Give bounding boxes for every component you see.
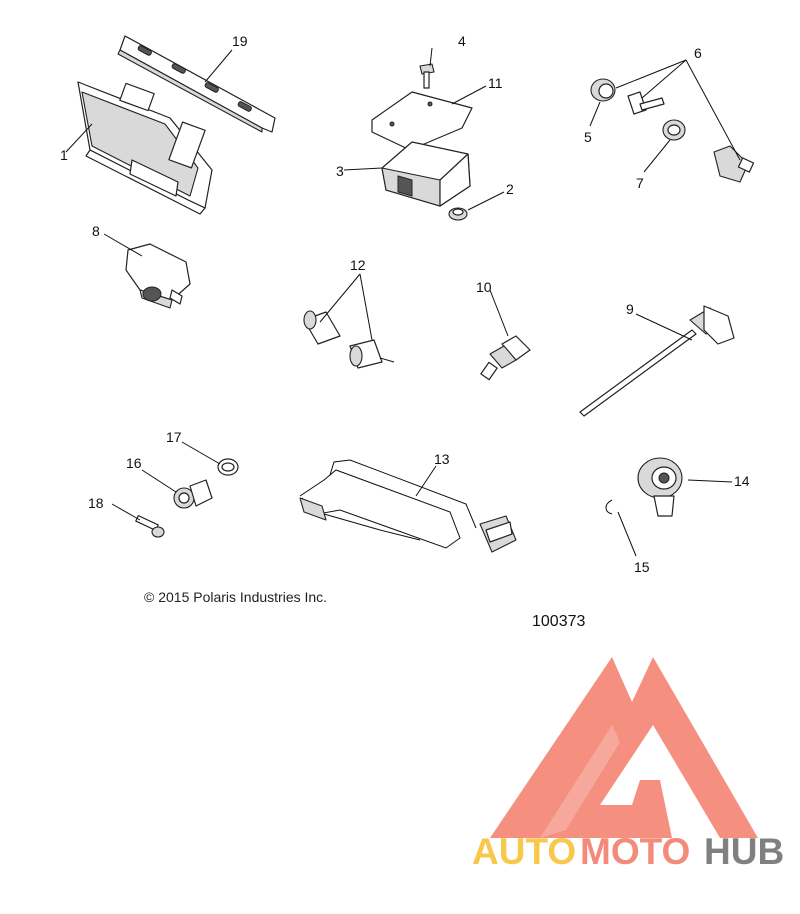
part-14-knock-sensor bbox=[637, 457, 683, 517]
logo-text-auto: AUTO bbox=[472, 831, 576, 872]
callout-13: 13 bbox=[434, 451, 450, 467]
part-3-module bbox=[381, 141, 471, 207]
callout-18: 18 bbox=[88, 495, 104, 511]
leader-lines bbox=[65, 47, 741, 557]
part-13-harness bbox=[299, 459, 517, 553]
callouts: 1 19 4 11 3 2 6 5 7 8 12 10 9 17 16 18 1… bbox=[60, 33, 750, 575]
part-17-o-ring bbox=[217, 458, 239, 476]
part-8-map-sensor bbox=[125, 243, 191, 309]
part-10-temp-sensor bbox=[480, 335, 531, 381]
callout-6: 6 bbox=[694, 45, 702, 61]
callout-17: 17 bbox=[166, 429, 182, 445]
part-18-bolt bbox=[135, 515, 165, 538]
part-12-sensors bbox=[303, 310, 395, 369]
part-15-clip bbox=[605, 499, 613, 515]
callout-15: 15 bbox=[634, 559, 650, 575]
part-1-ecu bbox=[77, 81, 213, 215]
callout-5: 5 bbox=[584, 129, 592, 145]
callout-8: 8 bbox=[92, 223, 100, 239]
logo-text-moto: MOTO bbox=[580, 831, 690, 872]
part-9-o2-sensor bbox=[579, 305, 735, 417]
callout-12: 12 bbox=[350, 257, 366, 273]
callout-11: 11 bbox=[488, 75, 503, 91]
part-4-screw bbox=[419, 63, 435, 89]
callout-9: 9 bbox=[626, 301, 634, 317]
callout-1: 1 bbox=[60, 147, 68, 163]
copyright-text: © 2015 Polaris Industries Inc. bbox=[144, 589, 327, 605]
part-16-cam-sensor bbox=[173, 479, 213, 509]
figure-number: 100373 bbox=[532, 613, 585, 630]
part-7-washer bbox=[662, 119, 686, 141]
logo-text-hub: HUB bbox=[704, 831, 784, 872]
callout-10: 10 bbox=[476, 279, 492, 295]
callout-19: 19 bbox=[232, 33, 248, 49]
callout-16: 16 bbox=[126, 455, 142, 471]
callout-7: 7 bbox=[636, 175, 644, 191]
callout-14: 14 bbox=[734, 473, 750, 489]
part-6-sensor-set bbox=[590, 78, 755, 183]
callout-3: 3 bbox=[336, 163, 344, 179]
part-11-gasket bbox=[371, 91, 473, 151]
part-19-bracket bbox=[117, 35, 276, 133]
callout-2: 2 bbox=[506, 181, 514, 197]
callout-4: 4 bbox=[458, 33, 466, 49]
part-2-grommet bbox=[448, 207, 468, 221]
automotohub-logo: AUTO MOTO HUB bbox=[472, 657, 784, 872]
